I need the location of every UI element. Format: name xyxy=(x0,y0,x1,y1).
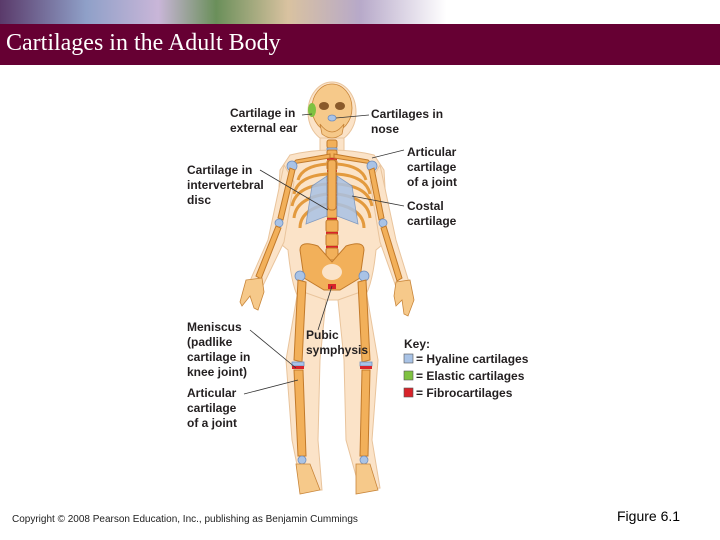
label-nose: Cartilages in nose xyxy=(371,105,447,136)
figure-number: Figure 6.1 xyxy=(617,508,681,524)
decorative-header-strip xyxy=(0,0,720,24)
label-costal: Costal cartilage xyxy=(407,197,457,228)
key-swatch-fibro xyxy=(403,387,414,398)
title-bar: Cartilages in the Adult Body xyxy=(0,24,720,65)
label-intervertebral: Cartilage in intervertebral disc xyxy=(187,161,268,207)
slide-title: Cartilages in the Adult Body xyxy=(6,30,281,56)
label-articular-upper: Articular cartilage of a joint xyxy=(407,143,461,189)
cartilage-key: Key: = Hyaline cartilages = Elastic cart… xyxy=(403,337,529,400)
anatomical-labels: Cartilage in external ear Cartilages in … xyxy=(187,104,461,430)
label-meniscus: Meniscus (padlike cartilage in knee join… xyxy=(187,318,255,379)
key-title: Key: xyxy=(404,337,430,351)
rib-cage xyxy=(290,159,374,229)
label-articular-lower: Articular cartilage of a joint xyxy=(187,384,241,430)
leader-lines xyxy=(243,113,405,395)
key-item-elastic: = Elastic cartilages xyxy=(416,369,525,383)
label-external-ear: Cartilage in external ear xyxy=(230,104,300,135)
key-item-hyaline: = Hyaline cartilages xyxy=(416,352,529,366)
copyright-notice: Copyright © 2008 Pearson Education, Inc.… xyxy=(12,514,358,525)
skeleton xyxy=(239,83,415,495)
label-pubic-symphysis: Pubic symphysis xyxy=(306,326,368,357)
key-item-fibro: = Fibrocartilages xyxy=(416,386,513,400)
key-swatch-hyaline xyxy=(403,353,414,364)
key-swatch-elastic xyxy=(403,370,414,381)
